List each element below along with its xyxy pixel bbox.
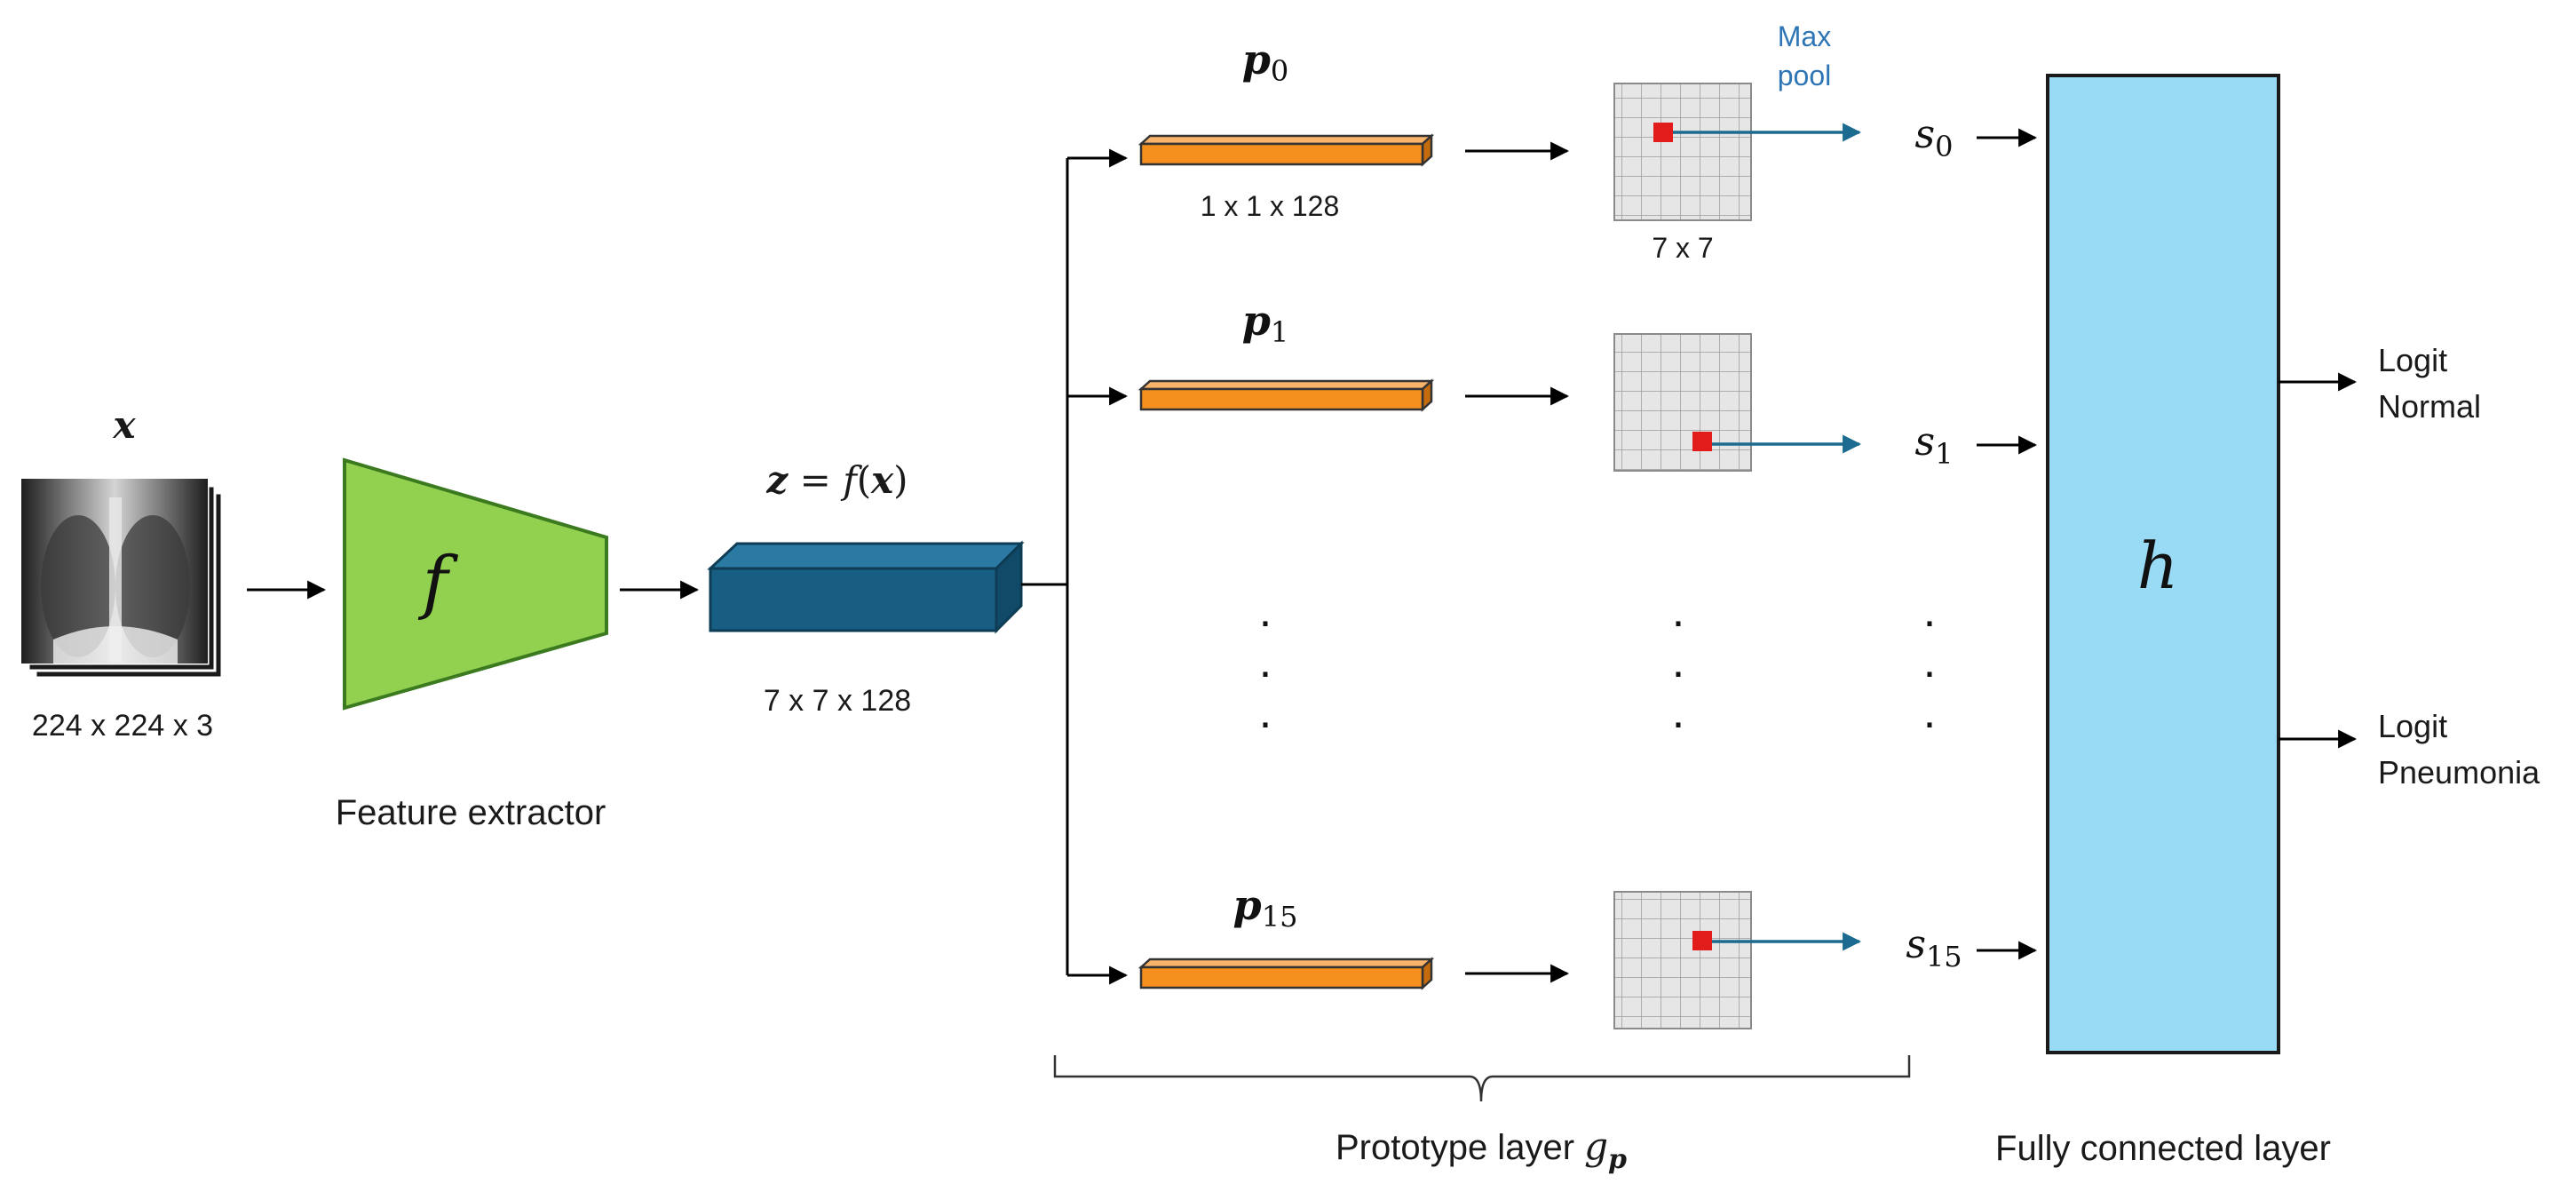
svg-text:.: . (1672, 585, 1684, 637)
svg-text:.: . (1923, 585, 1936, 637)
max-cell-highlight (1692, 931, 1712, 950)
similarity-grid-p1 (1613, 333, 1752, 472)
prototype-layer-caption: Prototype layer gp (1336, 1124, 1627, 1175)
output-normal-line2: Normal (2378, 388, 2481, 425)
score-s15-label: s15 (1906, 922, 1962, 973)
xray-image-stack (20, 477, 224, 679)
feature-extractor-trapezoid (343, 457, 608, 711)
svg-text:.: . (1259, 687, 1272, 738)
score-s1-label: s1 (1915, 419, 1954, 471)
prototype-p15-label: p15 (1233, 881, 1298, 934)
svg-text:.: . (1672, 687, 1684, 738)
ellipsis-grids: . . . (1672, 585, 1684, 738)
prototype-p15-bar (1137, 957, 1435, 990)
fully-connected-caption: Fully connected layer (1995, 1129, 2331, 1168)
latent-dims-label: 7 x 7 x 128 (764, 684, 911, 718)
fully-connected-layer-box (2046, 74, 2280, 1054)
fc-symbol: h (2137, 528, 2178, 603)
input-variable-label: x (112, 403, 136, 447)
similarity-grid-p15 (1613, 891, 1752, 1029)
prototype-p0-label: p0 (1242, 36, 1289, 88)
output-pneumonia-line1: Logit (2378, 708, 2447, 744)
ellipsis-scores: . . . (1923, 585, 1936, 738)
maxpool-label-line2: pool (1778, 60, 1832, 91)
output-normal-line1: Logit (2378, 342, 2447, 378)
feature-extractor-caption: Feature extractor (336, 793, 606, 832)
max-cell-highlight (1653, 123, 1673, 142)
output-pneumonia-line2: Pneumonia (2378, 754, 2540, 791)
svg-text:.: . (1259, 636, 1272, 687)
prototype-p1-label: p1 (1242, 297, 1289, 349)
prototype-layer-brace (1053, 1055, 1911, 1102)
input-dims-label: 224 x 224 x 3 (32, 709, 213, 743)
svg-text:.: . (1923, 687, 1936, 738)
grid-dims-label: 7 x 7 (1652, 232, 1713, 264)
prototype-dims-label: 1 x 1 x 128 (1201, 190, 1340, 222)
svg-text:.: . (1672, 636, 1684, 687)
svg-text:.: . (1923, 636, 1936, 687)
prototype-p1-bar (1137, 378, 1435, 412)
maxpool-label-line1: Max (1778, 20, 1831, 52)
svg-text:.: . (1259, 585, 1272, 637)
prototype-p0-bar (1137, 133, 1435, 167)
latent-equation: z = f(x) (765, 458, 908, 502)
max-cell-highlight (1692, 432, 1712, 451)
latent-tensor-block (707, 540, 1025, 634)
similarity-grid-p0 (1613, 83, 1752, 221)
ellipsis-prototypes: . . . (1259, 585, 1272, 738)
score-s0-label: s0 (1915, 112, 1954, 163)
